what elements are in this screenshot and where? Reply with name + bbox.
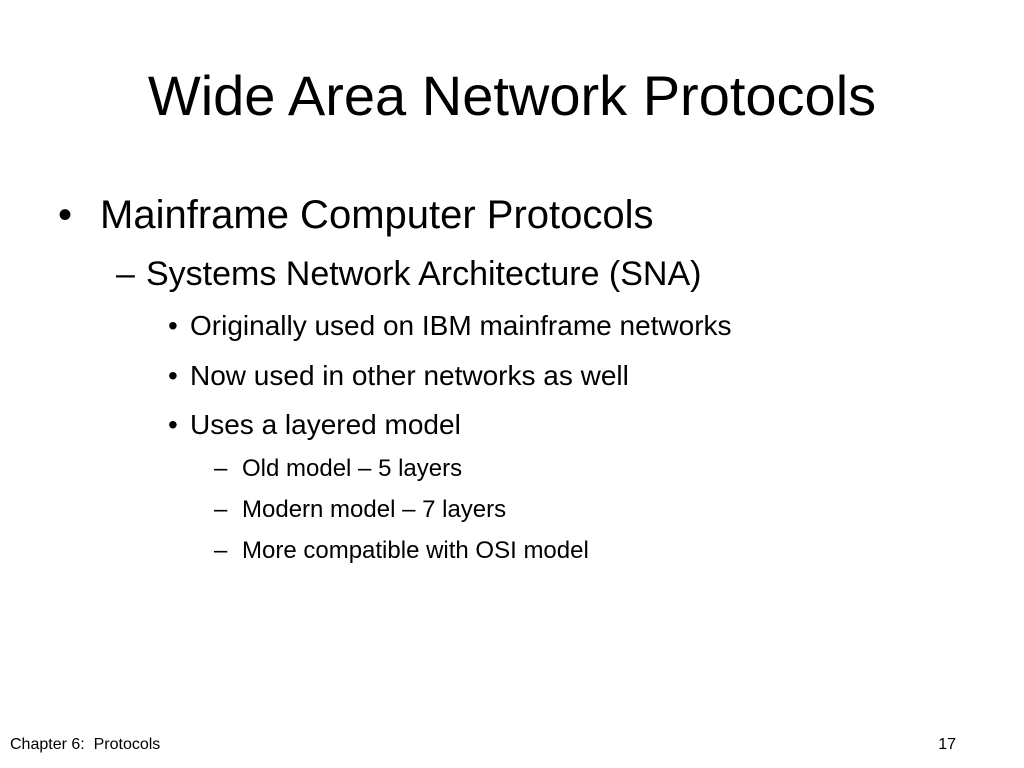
dash-marker: – — [214, 537, 228, 564]
bullet-marker: • — [168, 409, 178, 440]
bullet-level3: • Now used in other networks as well — [168, 359, 629, 393]
bullet-text: More compatible with OSI model — [242, 537, 589, 564]
bullet-marker: • — [58, 193, 73, 237]
footer-chapter: Chapter 6: Protocols — [10, 736, 161, 753]
bullet-marker: • — [168, 360, 178, 391]
bullet-level4: –Modern model – 7 layers — [214, 495, 506, 525]
bullet-text: Old model – 5 layers — [242, 455, 463, 482]
bullet-text: Now used in other networks as well — [190, 360, 629, 391]
dash-marker: – — [214, 455, 228, 482]
bullet-marker: • — [168, 310, 178, 341]
bullet-text: Systems Network Architecture (SNA) — [146, 255, 702, 293]
bullet-level4: –More compatible with OSI model — [214, 536, 589, 566]
bullet-text: Modern model – 7 layers — [242, 496, 507, 523]
slide-title: Wide Area Network Protocols — [147, 64, 877, 127]
bullet-level1: • Mainframe Computer Protocols — [58, 191, 654, 239]
bullet-level4: –Old model – 5 layers — [214, 454, 462, 484]
bullet-level2: –Systems Network Architecture (SNA) — [116, 254, 701, 294]
dash-marker: – — [214, 496, 228, 523]
bullet-level3: • Originally used on IBM mainframe networ… — [168, 309, 732, 343]
bullet-level3: • Uses a layered model — [168, 408, 461, 442]
bullet-text: Mainframe Computer Protocols — [100, 193, 654, 237]
bullet-text: Uses a layered model — [190, 409, 461, 440]
bullet-text: Originally used on IBM mainframe network… — [190, 310, 732, 341]
dash-marker: – — [116, 255, 135, 293]
page-number: 17 — [938, 736, 956, 753]
